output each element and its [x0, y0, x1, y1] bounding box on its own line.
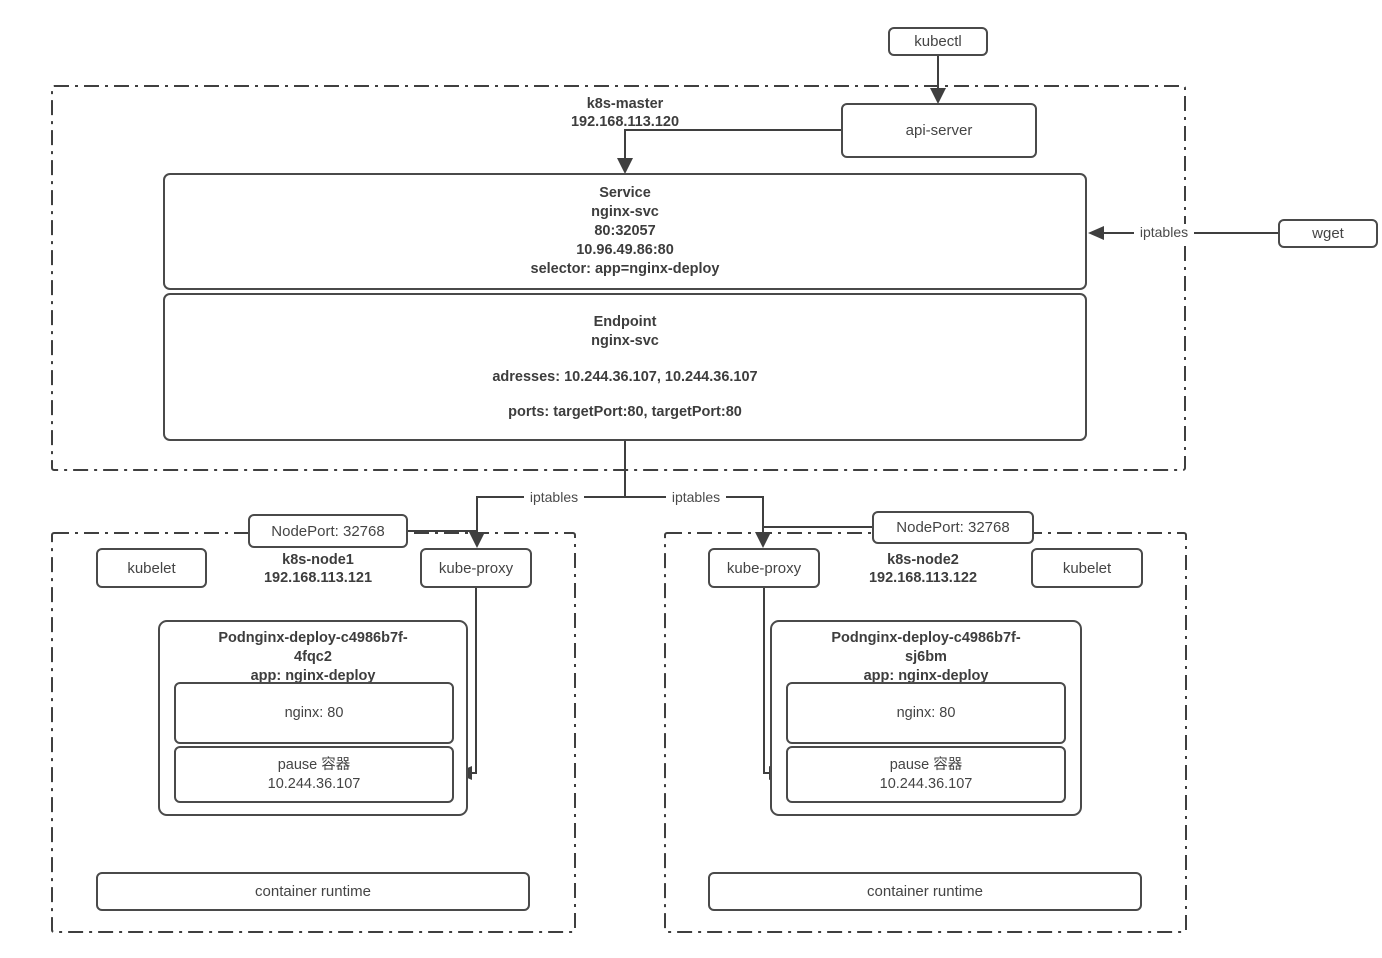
- node2-container-runtime-box: container runtime: [708, 872, 1142, 911]
- master-boundary: [51, 85, 1186, 471]
- master-ip: 192.168.113.120: [570, 114, 680, 130]
- arrowhead-into-kubeproxy2: [755, 532, 771, 548]
- node2-kubelet-box: kubelet: [1031, 548, 1143, 588]
- node2-pause-container-box: pause 容器 10.244.36.107: [786, 746, 1066, 803]
- wget-label: wget: [1312, 225, 1344, 242]
- node1-nginx-container-label: nginx: 80: [284, 704, 344, 721]
- api-server-box: api-server: [841, 103, 1037, 158]
- endpoint-box: Endpoint nginx-svc adresses: 10.244.36.1…: [163, 293, 1087, 441]
- arrowhead-into-service: [617, 158, 633, 174]
- edge-kubeproxy1-pause1: [471, 588, 477, 774]
- nodeport2-label: NodePort: 32768: [896, 519, 1010, 536]
- node1-pause-container-box: pause 容器 10.244.36.107: [174, 746, 454, 803]
- node2-nginx-container-label: nginx: 80: [896, 704, 956, 721]
- node2-container-runtime-label: container runtime: [867, 883, 983, 900]
- nodeport1-label: NodePort: 32768: [271, 522, 385, 540]
- node1-pause-ip: 10.244.36.107: [267, 775, 361, 792]
- node2-pod-title-line2: sj6bm: [905, 649, 947, 665]
- node1-name: k8s-node1: [282, 552, 354, 568]
- iptables-label-branch1: iptables: [524, 489, 584, 505]
- node2-nginx-container-box: nginx: 80: [786, 682, 1066, 744]
- node1-title: k8s-node1 192.168.113.121: [208, 551, 428, 587]
- service-selector: selector: app=nginx-deploy: [530, 261, 720, 277]
- node2-pause-ip: 10.244.36.107: [879, 775, 973, 792]
- master-title: k8s-master 192.168.113.120: [515, 95, 735, 131]
- arrowhead-into-apiserver: [930, 88, 946, 104]
- node1-pause-label: pause 容器: [277, 756, 351, 773]
- edge-apiserver-service: [624, 129, 841, 159]
- nodeport1-box: NodePort: 32768: [248, 514, 408, 548]
- service-box: Service nginx-svc 80:32057 10.96.49.86:8…: [163, 173, 1087, 290]
- node1-pod-title-line1: Podnginx-deploy-c4986b7f-: [218, 630, 408, 646]
- iptables-label-wget: iptables: [1134, 224, 1194, 240]
- node2-ip: 192.168.113.122: [868, 570, 978, 586]
- node1-kubelet-box: kubelet: [96, 548, 207, 588]
- node2-pod-title-line3: app: nginx-deploy: [863, 668, 989, 684]
- service-title: Service: [599, 185, 651, 201]
- node2-name: k8s-node2: [887, 552, 959, 568]
- master-name: k8s-master: [586, 96, 664, 112]
- node2-boundary: [664, 532, 1187, 933]
- node1-container-runtime-label: container runtime: [255, 883, 371, 900]
- node1-boundary: [51, 532, 576, 933]
- node2-title: k8s-node2 192.168.113.122: [813, 551, 1033, 587]
- api-server-label: api-server: [905, 122, 973, 139]
- arrowhead-into-kubeproxy1: [469, 532, 485, 548]
- endpoint-title: Endpoint: [593, 313, 657, 330]
- arrowhead-into-service-right: [1088, 226, 1104, 240]
- node1-nginx-container-box: nginx: 80: [174, 682, 454, 744]
- kubectl-box: kubectl: [888, 27, 988, 56]
- node1-ip: 192.168.113.121: [263, 570, 373, 586]
- node2-kube-proxy-label: kube-proxy: [726, 559, 802, 577]
- nodeport2-box: NodePort: 32768: [872, 511, 1034, 544]
- node2-kubelet-label: kubelet: [1062, 559, 1112, 577]
- endpoint-name: nginx-svc: [591, 332, 659, 349]
- service-name: nginx-svc: [591, 204, 659, 220]
- node2-pod-title-line1: Podnginx-deploy-c4986b7f-: [831, 630, 1021, 646]
- endpoint-addresses: adresses: 10.244.36.107, 10.244.36.107: [492, 368, 758, 385]
- node1-pod-title-line3: app: nginx-deploy: [250, 668, 376, 684]
- node1-pod-title-line2: 4fqc2: [294, 649, 332, 665]
- service-nodeport-mapping: 80:32057: [594, 223, 656, 239]
- node1-container-runtime-box: container runtime: [96, 872, 530, 911]
- node2-pause-label: pause 容器: [889, 756, 963, 773]
- node2-kube-proxy-box: kube-proxy: [708, 548, 820, 588]
- node1-kube-proxy-label: kube-proxy: [438, 559, 514, 577]
- endpoint-ports: ports: targetPort:80, targetPort:80: [508, 403, 742, 420]
- node1-kubelet-label: kubelet: [127, 559, 176, 577]
- node1-kube-proxy-box: kube-proxy: [420, 548, 532, 588]
- kubectl-label: kubectl: [914, 33, 962, 50]
- wget-box: wget: [1278, 219, 1378, 248]
- edge-kubeproxy2-pause2: [763, 588, 770, 774]
- iptables-label-branch2: iptables: [666, 489, 726, 505]
- service-cluster-ip: 10.96.49.86:80: [576, 242, 674, 258]
